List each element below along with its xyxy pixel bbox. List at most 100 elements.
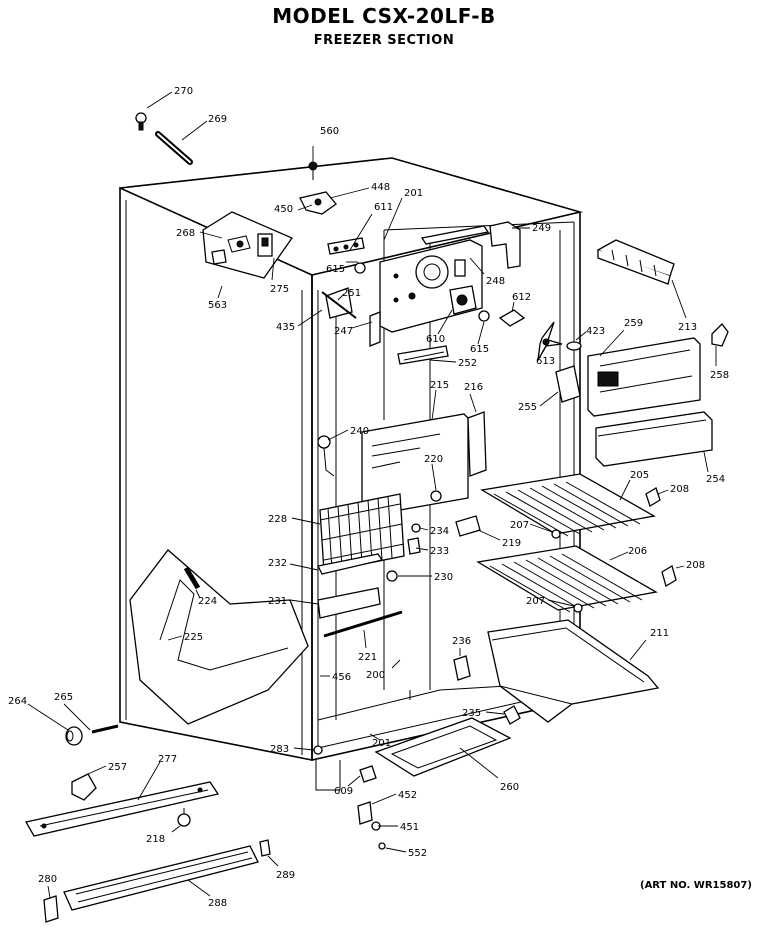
- callout-288: 288: [208, 898, 227, 909]
- callout-220: 220: [424, 454, 443, 465]
- part-257-cap: [71, 773, 97, 801]
- callout-218: 218: [146, 834, 165, 845]
- part-289-clip: [259, 839, 271, 857]
- callout-610: 610: [426, 334, 445, 345]
- callout-277: 277: [158, 754, 177, 765]
- callout-211: 211: [650, 628, 669, 639]
- callout-289: 289: [276, 870, 295, 881]
- callout-201-top: 201: [404, 188, 423, 199]
- part-240-heater-terminal: [317, 435, 335, 477]
- callout-613: 613: [536, 356, 555, 367]
- door-liner-225: [129, 549, 309, 725]
- callout-255: 255: [518, 402, 537, 413]
- part-264-roller: [65, 726, 83, 746]
- part-208-supports: [645, 487, 677, 587]
- callout-224: 224: [198, 596, 217, 607]
- section-subtitle: FREEZER SECTION: [313, 33, 455, 48]
- callout-264: 264: [8, 696, 27, 707]
- part-552-screw: [378, 842, 386, 850]
- callout-208-top: 208: [670, 484, 689, 495]
- callout-609: 609: [334, 786, 353, 797]
- callout-216: 216: [464, 382, 483, 393]
- part-613-fan-blade: [537, 321, 563, 361]
- callout-265: 265: [54, 692, 73, 703]
- callout-207-bottom: 207: [526, 596, 545, 607]
- wire-shelf-206: [476, 545, 658, 613]
- part-258: [711, 323, 729, 347]
- callout-280: 280: [38, 874, 57, 885]
- control-housing-268: [202, 211, 293, 279]
- part-231-drain-pan: [317, 587, 381, 619]
- callout-232: 232: [268, 558, 287, 569]
- part-560-screw: [308, 161, 318, 180]
- callout-207-top: 207: [510, 520, 529, 531]
- part-224: [183, 566, 201, 590]
- callout-200: 200: [366, 670, 385, 681]
- callout-260: 260: [500, 782, 519, 793]
- part-252-bar: [397, 345, 449, 365]
- leader-lines: [27, 91, 717, 899]
- callout-552: 552: [408, 848, 427, 859]
- part-233: [407, 537, 421, 555]
- part-448-hinge: [299, 191, 337, 215]
- evaporator-cover-215: [361, 413, 469, 517]
- callout-270: 270: [174, 86, 193, 97]
- callout-233: 233: [430, 546, 449, 557]
- art-number: (ART NO. WR15807): [640, 880, 752, 891]
- callout-615-top: 615: [326, 264, 345, 275]
- callout-219: 219: [502, 538, 521, 549]
- part-230: [386, 570, 398, 582]
- callout-435: 435: [276, 322, 295, 333]
- callout-208-bottom: 208: [686, 560, 705, 571]
- part-265-pin: [91, 724, 119, 734]
- basket-211: [487, 619, 660, 723]
- ice-tray-213: [596, 239, 675, 285]
- callout-451: 451: [400, 822, 419, 833]
- callout-275: 275: [270, 284, 289, 295]
- callout-283: 283: [270, 744, 289, 755]
- callout-230: 230: [434, 572, 453, 583]
- callout-labels: 270 269 560 448 450 201 611 268 249 615 …: [8, 86, 729, 909]
- callout-240: 240: [350, 426, 369, 437]
- callout-206: 206: [628, 546, 647, 557]
- callout-269: 269: [208, 114, 227, 125]
- callout-268: 268: [176, 228, 195, 239]
- part-207-clips: [551, 529, 583, 613]
- part-216: [467, 411, 487, 477]
- callout-201-bottom: 201: [372, 738, 391, 749]
- fan-duct-assembly-201: [321, 221, 526, 347]
- callout-252-top: 252: [458, 358, 477, 369]
- part-277-rail: [24, 781, 220, 837]
- callout-231: 231: [268, 596, 287, 607]
- callout-611: 611: [374, 202, 393, 213]
- wire-shelf-205: [480, 473, 656, 537]
- callout-615-mid: 615: [470, 344, 489, 355]
- part-609: [359, 765, 377, 783]
- part-452-hinge: [357, 801, 373, 825]
- callout-259: 259: [624, 318, 643, 329]
- part-219: [455, 515, 481, 537]
- callout-254: 254: [706, 474, 725, 485]
- part-235: [503, 705, 521, 725]
- callout-257: 257: [108, 762, 127, 773]
- callout-560: 560: [320, 126, 339, 137]
- ice-server-259: [587, 337, 701, 417]
- callout-456: 456: [332, 672, 351, 683]
- part-236: [453, 655, 471, 681]
- drain-pan-260: [374, 717, 512, 777]
- callout-450: 450: [274, 204, 293, 215]
- toe-grille-288: [63, 845, 259, 911]
- callout-251: 251: [342, 288, 361, 299]
- callout-563: 563: [208, 300, 227, 311]
- part-270-screw: [135, 112, 147, 131]
- callout-205: 205: [630, 470, 649, 481]
- callout-213: 213: [678, 322, 697, 333]
- evaporator-228: [319, 493, 405, 573]
- part-423: [566, 341, 582, 351]
- callout-235: 235: [462, 708, 481, 719]
- part-283: [313, 745, 323, 755]
- ice-bucket-254: [595, 411, 713, 467]
- part-221-rod: [323, 610, 403, 638]
- callout-258: 258: [710, 370, 729, 381]
